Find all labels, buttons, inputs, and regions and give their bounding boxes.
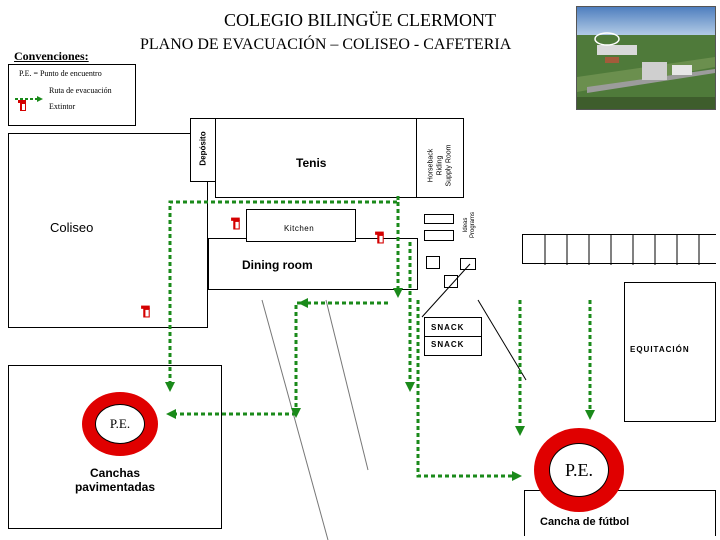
stalls <box>522 234 716 265</box>
page-title: COLEGIO BILINGÜE CLERMONT <box>224 10 496 30</box>
horseback-room <box>416 118 464 198</box>
table <box>426 256 440 269</box>
evacuation-arrowheads <box>165 288 595 481</box>
extinguisher-icon <box>374 230 387 244</box>
evacuation-routes <box>168 196 592 478</box>
legend-route: Ruta de evacuación <box>49 86 112 95</box>
extinguisher-icon <box>230 216 243 230</box>
table <box>424 230 454 241</box>
equitacion-label: EQUITACIÓN <box>630 345 690 354</box>
meeting-point-right: P.E. <box>534 428 624 512</box>
futbol-label: Cancha de fútbol <box>540 516 630 528</box>
snack-label-1: SNACK <box>431 323 465 332</box>
dining-label: Dining room <box>242 258 313 272</box>
extinguisher-icon <box>17 99 29 111</box>
tenis-court <box>215 118 417 198</box>
aerial-photo <box>576 6 716 110</box>
coliseo-area <box>8 133 208 328</box>
page-subtitle: PLANO DE EVACUACIÓN – COLISEO - CAFETERI… <box>140 36 512 53</box>
tenis-label: Tenis <box>296 156 327 170</box>
snack-label-2: SNACK <box>431 340 465 349</box>
legend-box: P.E. = Punto de encuentro Ruta de evacua… <box>8 64 136 126</box>
meeting-point-left-label: P.E. <box>95 404 145 444</box>
kitchen-room <box>246 209 356 242</box>
table <box>460 258 476 270</box>
dining-room <box>208 238 418 290</box>
meeting-point-right-label: P.E. <box>549 443 609 497</box>
equitacion-area <box>624 282 716 422</box>
extinguisher-icon <box>140 304 153 318</box>
canchas-label: Canchas pavimentadas <box>74 466 156 494</box>
evacuation-arrow-icon <box>15 89 43 102</box>
snack-stand-2 <box>424 336 482 356</box>
legend-extinguisher: Extintor <box>49 102 76 111</box>
coliseo-label: Coliseo <box>50 220 94 235</box>
legend-meeting-point: P.E. = Punto de encuentro <box>19 69 102 78</box>
table <box>424 214 454 224</box>
table <box>444 275 458 288</box>
kitchen-label: Kitchen <box>284 224 315 233</box>
legend-title: Convenciones: <box>14 49 89 63</box>
meeting-point-left: P.E. <box>82 392 158 456</box>
